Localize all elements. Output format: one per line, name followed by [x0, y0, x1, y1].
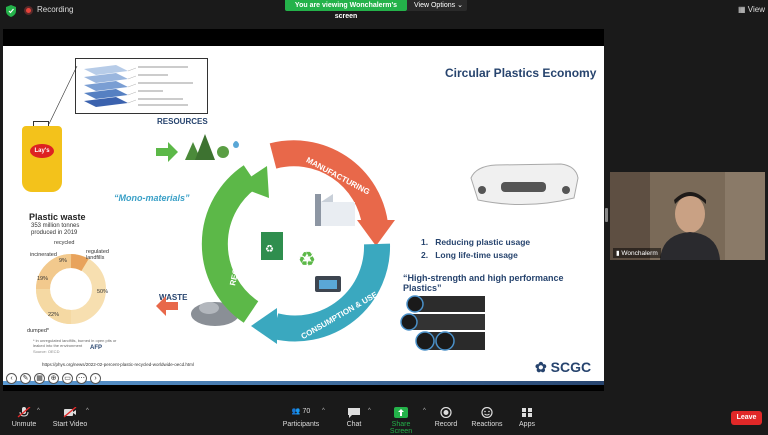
- chips-logo: Lay's: [30, 144, 54, 158]
- tree-icon: [217, 146, 229, 158]
- start-video-button[interactable]: Start Video: [52, 407, 88, 428]
- participants-count: 70: [302, 408, 311, 415]
- previous-slide-icon[interactable]: ‹: [6, 373, 17, 384]
- slide-footer-bar: [3, 381, 604, 385]
- donut-pct-9: 9%: [59, 258, 67, 264]
- more-options-icon[interactable]: ⋯: [76, 373, 87, 384]
- view-options-button[interactable]: View Options ⌄: [407, 0, 467, 11]
- reactions-button[interactable]: Reactions: [470, 407, 504, 428]
- next-slide-icon[interactable]: ›: [90, 373, 101, 384]
- list-item: 1. Reducing plastic usage: [421, 237, 531, 247]
- film-layers-graphic: [84, 65, 193, 107]
- scgc-logo: ✿ SCGC: [535, 359, 592, 375]
- resources-arrow-icon: [156, 142, 178, 162]
- plastic-waste-note: * in unregulated landfills, burned in op…: [33, 338, 117, 348]
- viewing-banner: You are viewing Wonchalerm's screen: [285, 0, 407, 20]
- apps-icon: [522, 408, 532, 417]
- signal-icon: ▮: [616, 250, 620, 257]
- panel-resize-handle[interactable]: [605, 208, 608, 222]
- record-button[interactable]: Record: [434, 407, 458, 428]
- chat-button[interactable]: Chat: [342, 407, 366, 428]
- donut-pct-50: 50%: [97, 289, 109, 295]
- list-item: 2. Long life-time usage: [421, 250, 518, 260]
- resources-label: RESOURCES: [157, 117, 208, 126]
- connector-lines: [49, 66, 78, 125]
- microphone-muted-icon: [17, 407, 31, 418]
- recycle-bin-icon: [261, 232, 283, 260]
- participants-button[interactable]: 👥 70 Participants: [282, 408, 320, 428]
- tree-icon: [195, 134, 215, 160]
- donut-pct-22: 22%: [48, 312, 60, 318]
- water-drop-icon: [233, 141, 239, 148]
- chevron-down-icon: ⌄: [457, 2, 463, 9]
- zoom-icon[interactable]: ⊕: [48, 373, 59, 384]
- recycling-label: RECYCLING: [228, 238, 247, 286]
- participant-video-feed: [610, 172, 765, 260]
- waste-arrow-icon: [156, 296, 178, 316]
- recording-icon: [24, 6, 33, 15]
- source-url[interactable]: https://phys.org/news/2022-02-percent-pl…: [42, 362, 194, 367]
- chevron-up-icon[interactable]: ^: [37, 408, 40, 414]
- recycle-center-icon: ♻: [298, 249, 316, 271]
- donut-label-regulated: regulated landfills: [86, 249, 109, 261]
- shield-icon[interactable]: [6, 5, 16, 17]
- chat-icon: [348, 408, 360, 418]
- afp-logo: AFP: [90, 345, 102, 351]
- plastic-waste-donut: [36, 254, 106, 324]
- factory-icon: [321, 202, 355, 226]
- scgc-flower-icon: ✿: [535, 359, 547, 375]
- recycle-symbol: ♻: [265, 244, 274, 255]
- presentation-slide: Circular Plastics Economy Lay's RESOUR: [3, 46, 604, 385]
- share-screen-icon: [394, 407, 408, 418]
- participant-name-tag: ▮ Wonchalerm: [613, 248, 661, 258]
- chevron-up-icon[interactable]: ^: [423, 408, 426, 414]
- plastic-waste-title: Plastic waste: [29, 212, 86, 222]
- benefits-list: 1. Reducing plastic usage 2. Long life-t…: [421, 236, 530, 262]
- donut-label-recycled: recycled: [54, 240, 75, 246]
- plastic-waste-source: Source: OECD: [33, 349, 60, 354]
- plastic-pipes-image: [400, 295, 485, 351]
- car-bumper-image: [470, 163, 579, 205]
- donut-label-incinerated: incinerated: [30, 252, 57, 258]
- pen-icon[interactable]: ✎: [20, 373, 31, 384]
- donut-pct-19: 19%: [37, 276, 49, 282]
- chevron-up-icon[interactable]: ^: [322, 408, 325, 414]
- participant-video[interactable]: ▮ Wonchalerm: [610, 172, 765, 260]
- chevron-up-icon[interactable]: ^: [86, 408, 89, 414]
- donut-label-dumped: dumped*: [27, 328, 50, 334]
- subtitles-icon[interactable]: ▭: [62, 373, 73, 384]
- high-strength-label: “High-strength and high performance Plas…: [403, 273, 564, 293]
- slides-grid-icon[interactable]: ▦: [34, 373, 45, 384]
- share-screen-button[interactable]: Share Screen: [381, 407, 421, 435]
- waste-label: WASTE: [159, 293, 188, 302]
- record-icon: [440, 407, 452, 418]
- mono-materials-label: “Mono-materials”: [114, 193, 190, 203]
- top-bar: Recording You are viewing Wonchalerm's s…: [0, 0, 768, 22]
- circular-economy-diagram: MANUFACTURING CONSUMPTION & USE RECYCLIN…: [156, 134, 395, 344]
- reactions-icon: [481, 407, 493, 418]
- plastic-waste-subtitle: 353 million tonnes produced in 2019: [31, 223, 80, 236]
- slide-title: Circular Plastics Economy: [445, 66, 597, 80]
- grid-icon: ▦: [738, 5, 746, 14]
- leave-button[interactable]: Leave: [731, 411, 762, 425]
- video-camera-off-icon: [63, 407, 77, 418]
- participants-icon: 👥: [291, 408, 301, 415]
- apps-button[interactable]: Apps: [516, 407, 538, 428]
- unmute-button[interactable]: Unmute: [9, 407, 39, 428]
- meeting-toolbar: Unmute ^ Start Video ^ 👥 70 Participants…: [0, 403, 768, 435]
- chips-bag-image: Lay's: [22, 126, 62, 192]
- recording-label: Recording: [37, 5, 74, 14]
- chevron-up-icon[interactable]: ^: [368, 408, 371, 414]
- layer-diagram: [75, 58, 208, 114]
- presentation-controls: ‹ ✎ ▦ ⊕ ▭ ⋯ ›: [6, 373, 101, 385]
- view-button[interactable]: ▦ View: [738, 5, 765, 14]
